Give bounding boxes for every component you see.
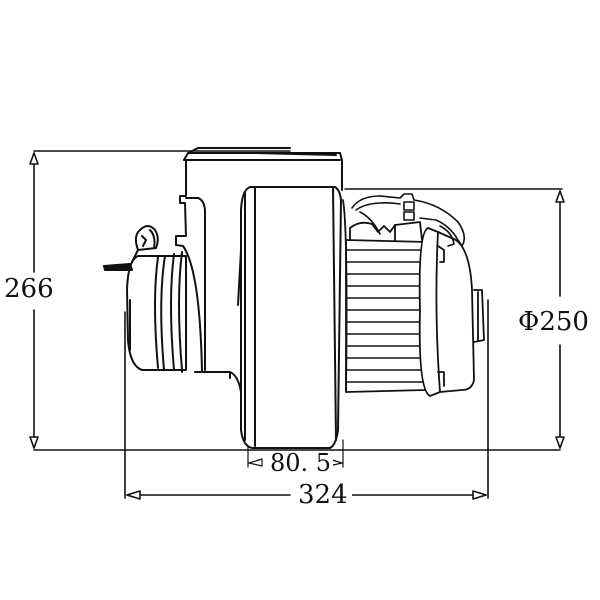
wiring-connector	[351, 193, 466, 247]
motor-body	[342, 199, 429, 393]
impeller-width-dimension-label: 80. 5	[268, 449, 334, 477]
length-dimension-label: 324	[294, 482, 352, 508]
dimension-diameter	[344, 188, 565, 449]
blower-housing	[175, 147, 343, 441]
dimension-length	[124, 299, 489, 500]
diameter-dimension-label: Φ250	[518, 307, 589, 337]
height-dimension-label: 266	[4, 274, 54, 304]
impeller-drum	[240, 186, 342, 449]
motor-end-cap	[418, 227, 485, 397]
dimension-height	[29, 150, 561, 451]
inlet-collar	[103, 225, 187, 371]
